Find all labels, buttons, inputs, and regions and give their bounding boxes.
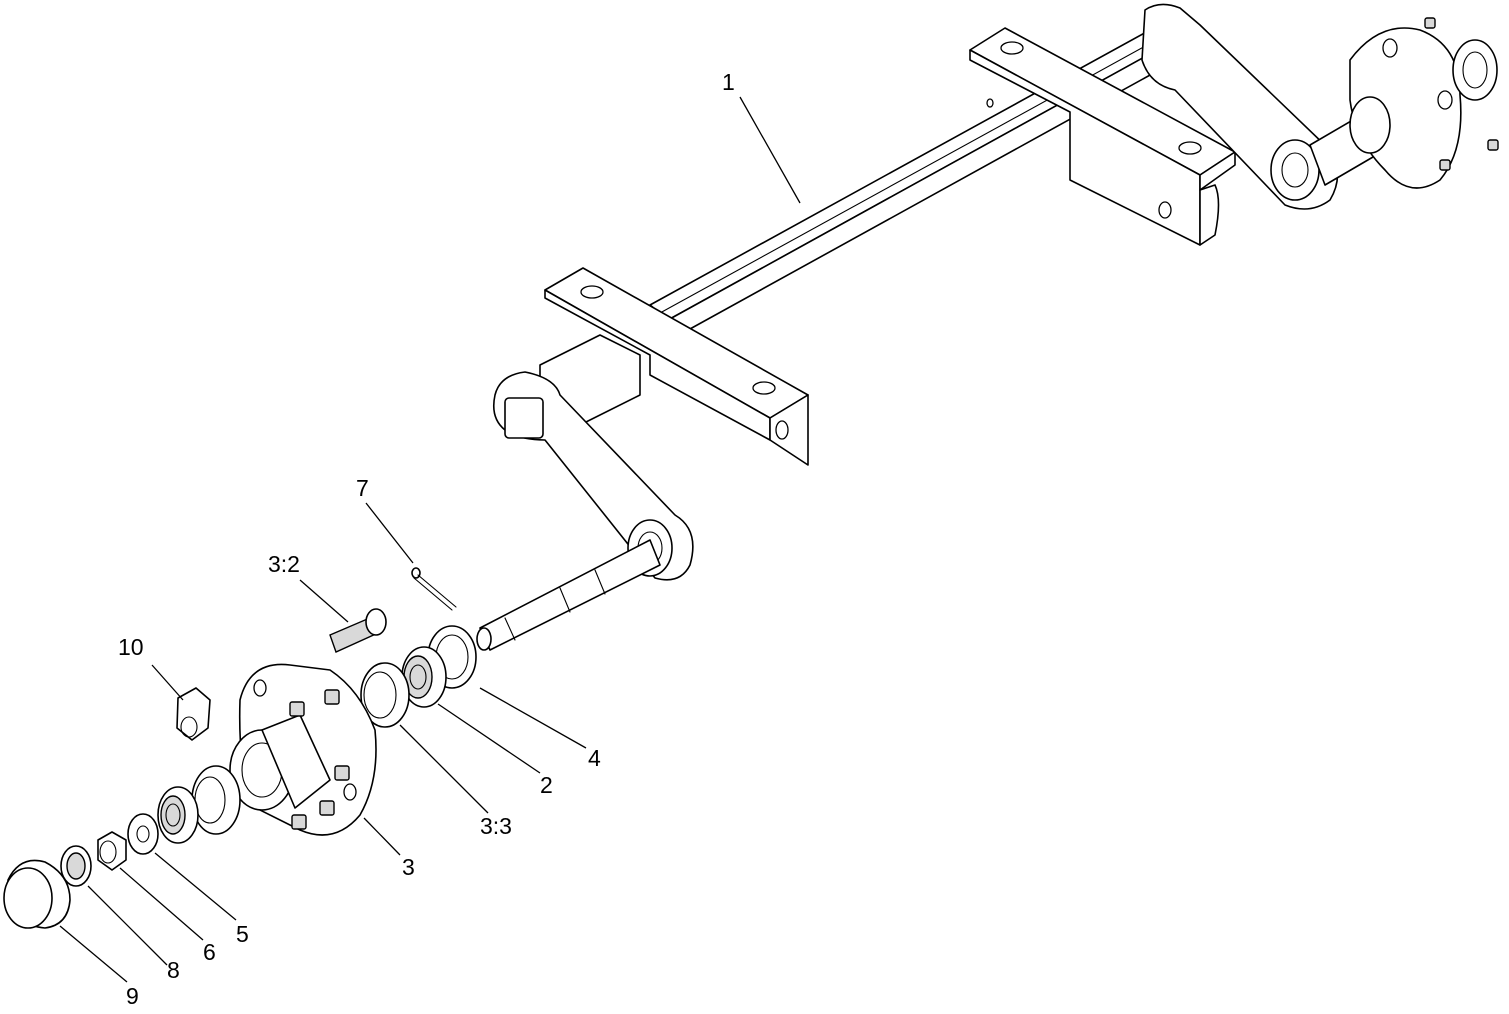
slot-hole [580,285,604,299]
stud-icon [1487,139,1499,151]
callout-1: 1 [722,69,735,95]
callout-7: 7 [356,475,369,501]
bearing-cup [360,662,410,728]
leader-line [154,852,237,921]
right-wheel-hub [1349,17,1499,189]
spindle-shaft [476,539,661,651]
bolt-hole [986,98,994,108]
front-bearing-cup [191,765,241,835]
slot-hole [1178,141,1202,155]
bearing-cone [401,646,447,708]
bolt-hole [775,420,789,440]
right-mount-bracket [969,27,1236,246]
leader-line [59,925,128,983]
leader-line [739,96,801,204]
stud-icon [1424,17,1436,29]
leader-line [87,885,168,966]
callout-10: 10 [118,634,144,660]
stud-icon [324,689,340,705]
left-mount-bracket [544,267,809,466]
stud-icon [291,814,307,830]
wheel-stud [329,608,387,653]
leader-line [363,817,401,856]
leader-lines [59,96,801,983]
square-bore [504,397,544,439]
leader-line [479,687,587,749]
callout-2: 2 [540,772,553,798]
stud-icon [319,800,335,816]
callout-8: 8 [167,957,180,983]
stud-icon [289,701,305,717]
leader-line [437,703,541,774]
hub-assembly [229,663,377,836]
washer [127,813,159,855]
slot-hole [1000,41,1024,55]
leader-line [365,502,414,564]
front-bearing-cone [157,786,199,844]
callout-3: 3 [402,854,415,880]
leader-line [151,664,184,701]
nut-retainer [60,845,92,887]
callout-3-3: 3:3 [480,813,512,839]
leader-line [299,579,349,623]
callout-4: 4 [588,745,601,771]
callout-9: 9 [126,983,139,1009]
stud-icon [334,765,350,781]
spindle-nut [97,831,127,871]
bolt-hole [1158,201,1172,219]
cotter-pin [411,567,457,611]
right-torsion-arm [1141,3,1386,210]
callout-3-2: 3:2 [268,551,300,577]
stud-icon [1439,159,1451,171]
callout-5: 5 [236,921,249,947]
callout-6: 6 [203,939,216,965]
callout-labels: 1 7 3:2 10 4 2 3:3 3 5 6 8 9 [118,69,735,1009]
dust-cap [3,859,71,929]
lug-nut [176,687,211,741]
leader-line [119,867,204,941]
slot-hole [752,381,776,395]
leader-line [399,724,489,814]
